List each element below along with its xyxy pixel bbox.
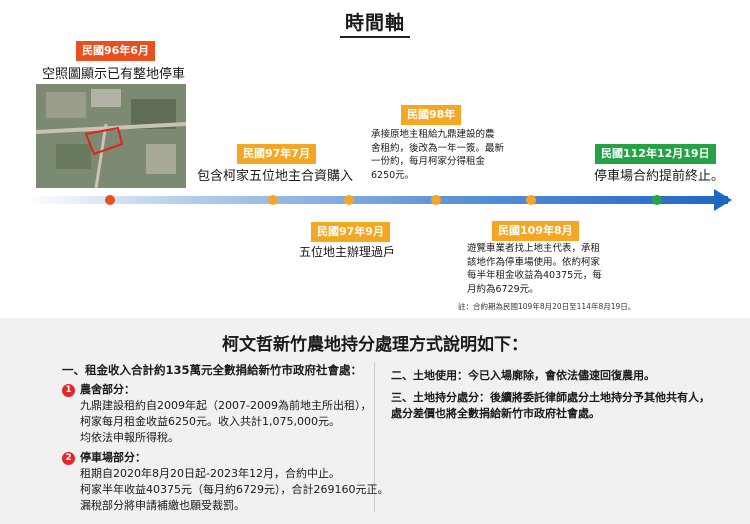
timeline-dot-e4 xyxy=(431,195,441,205)
arrow-head-icon xyxy=(714,189,732,211)
item-1-title: 農舍部分： xyxy=(80,383,135,396)
event-text-e1: 空照圖顯示已有整地停車 xyxy=(42,67,186,82)
event-desc-e4: 承接原地主租給九鼎建設的農 舍租約，後改為一年一簽。最新 一份約，每月柯家分得租… xyxy=(371,128,504,182)
section-3-line: 處分差價也將全數捐給新竹市政府社會處。 xyxy=(391,407,600,420)
column-divider xyxy=(374,362,375,512)
desc-line: 遊覽車業者找上地主代表，承租 xyxy=(467,243,601,254)
desc-line: 漏稅部分將申請補繳也願受裁罰。 xyxy=(80,499,245,512)
date-tag-e4: 民國98年 xyxy=(401,105,462,125)
explanation-heading: 柯文哲新竹農地持分處理方式說明如下： xyxy=(222,335,528,355)
item-2-desc: 租期自2020年8月20日起-2023年12月，合約中止。 柯家半年收益4037… xyxy=(80,466,388,514)
number-badge-2: 2 xyxy=(62,452,75,465)
number-badge-1: 1 xyxy=(62,384,75,397)
desc-line: 承接原地主租給九鼎建設的農 xyxy=(371,129,495,140)
title-underline xyxy=(340,36,410,38)
event-text-e2: 包含柯家五位地主合資購入 xyxy=(197,169,354,184)
section-2: 二、土地使用：今已入場廓除，會依法儘速回復農用。 xyxy=(391,369,655,382)
timeline-dot-e3 xyxy=(344,195,354,205)
timeline-dot-e1 xyxy=(105,195,115,205)
event-desc-e5: 遊覽車業者找上地主代表，承租 該地作為停車場使用。依約柯家 每半年租金收益為40… xyxy=(467,242,602,296)
section-3: 三、土地持分處分：後續將委託律師處分土地持分予其他共有人， 處分差價也將全數捐給… xyxy=(391,390,710,422)
aerial-photo xyxy=(36,84,186,188)
section-3-line: 三、土地持分處分：後續將委託律師處分土地持分予其他共有人， xyxy=(391,391,710,404)
desc-line: 九鼎建設租約自2009年起（2007-2009為前地主所出租）， xyxy=(80,399,372,412)
desc-line: 舍租約，後改為一年一簽。最新 xyxy=(371,142,505,154)
item-1-desc: 九鼎建設租約自2009年起（2007-2009為前地主所出租）， 柯家每月租金收… xyxy=(80,398,371,446)
desc-line: 月約為6729元。 xyxy=(467,283,539,295)
desc-line: 一份約，每月柯家分得租金 xyxy=(371,156,486,167)
explanation-panel xyxy=(0,318,750,524)
desc-line: 均依法申報所得稅。 xyxy=(80,431,179,444)
timeline-arrow xyxy=(26,196,728,204)
desc-line: 該地作為停車場使用。依約柯家 xyxy=(467,256,601,268)
desc-line: 每半年租金收益為40375元，每 xyxy=(467,270,602,281)
timeline-dot-e5 xyxy=(526,195,536,205)
item-2-title: 停車場部分： xyxy=(80,451,146,464)
desc-line: 租期自2020年8月20日起-2023年12月，合約中止。 xyxy=(80,467,340,480)
page-title: 時間軸 xyxy=(344,12,405,34)
date-tag-e6: 民國112年12月19日 xyxy=(595,144,716,164)
timeline-dot-e2 xyxy=(268,195,278,205)
date-tag-e1: 民國96年6月 xyxy=(76,41,155,61)
date-tag-e5: 民國109年8月 xyxy=(492,221,579,241)
desc-line: 6250元。 xyxy=(371,169,415,181)
event-text-e3: 五位地主辦理過戶 xyxy=(299,245,396,259)
desc-line: 柯家每月租金收益6250元。收入共計1,075,000元。 xyxy=(80,415,340,428)
desc-line: 柯家半年收益40375元（每月約6729元），合計269160元正。 xyxy=(80,483,389,496)
timeline-dot-e6 xyxy=(652,195,662,205)
contract-note: 註：合約期為民國109年8月20日至114年8月19日。 xyxy=(458,302,636,311)
date-tag-e3: 民國97年9月 xyxy=(311,222,390,242)
aerial-photo-image xyxy=(36,84,186,188)
event-text-e6: 停車場合約提前終止。 xyxy=(594,169,725,184)
date-tag-e2: 民國97年7月 xyxy=(237,144,316,164)
section-1-heading: 一、租金收入合計約135萬元全數捐給新竹市政府社會處： xyxy=(62,363,363,377)
